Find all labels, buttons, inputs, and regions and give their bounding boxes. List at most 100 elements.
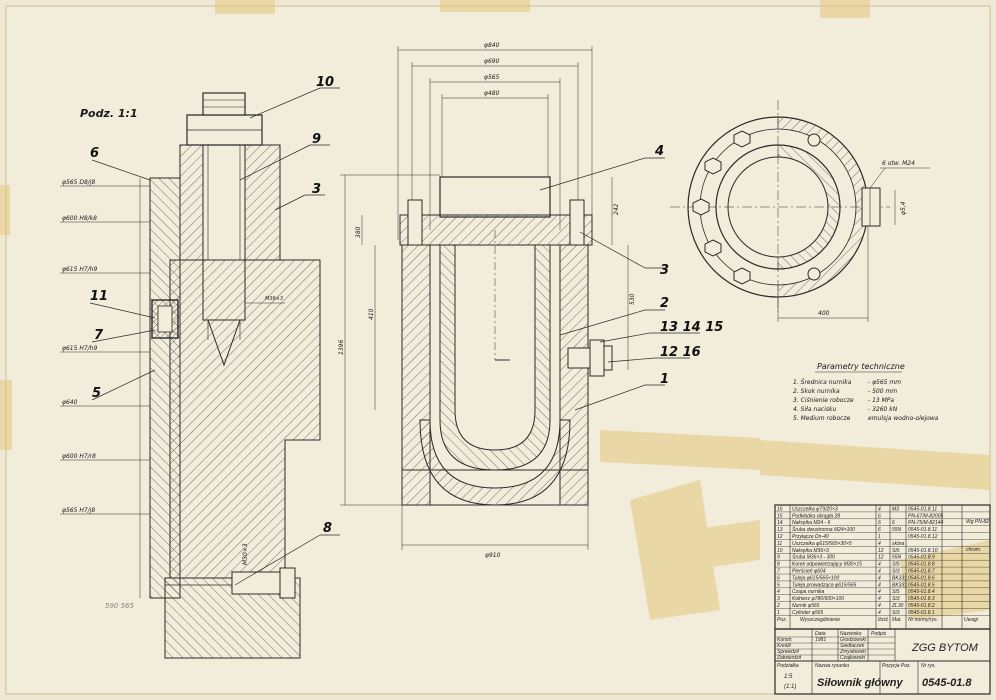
fit-label-2: φ600 H8/k8 <box>62 215 97 222</box>
callout-4: 4 <box>654 144 664 159</box>
bom-cell: St5 <box>892 562 900 568</box>
bom-cell: 55N <box>892 527 902 533</box>
bom-cell: 0545-01.8.5 <box>908 582 935 588</box>
fit-label-7: φ565 H7/j8 <box>62 507 95 514</box>
callout-11: 11 <box>90 289 108 304</box>
name-3: Zmysłowski <box>839 649 867 655</box>
param-3-value: - 13 MPa <box>868 397 894 404</box>
bom-cell: 0545-01.8.4 <box>908 589 935 595</box>
bom-cell: Przyłącze Dn-40 <box>792 534 829 540</box>
bom-cell: 0545-01.8.3 <box>908 596 935 602</box>
bom-cell: 0545-01.8.12 <box>908 534 938 540</box>
dim-480: φ480 <box>484 90 500 97</box>
drawing-name: Siłownik główny <box>817 677 903 689</box>
param-3-label: 3. Ciśnienie robocze <box>793 397 854 404</box>
param-4-label: 4. Siła nacisku <box>793 406 836 413</box>
bom-cell: PN-75/M-82144 <box>908 520 944 526</box>
title-block: Data Nazwisko Podpis Konstr. Kreślił Spr… <box>774 628 991 695</box>
bom-cell: 3 <box>777 596 780 602</box>
bom-cell: 8 <box>777 562 780 568</box>
fit-dimensions <box>60 178 150 598</box>
bom-cell: 4 <box>878 610 881 616</box>
param-5-value: emulsja wodno-olejowa <box>868 415 939 422</box>
name-1: Grodzowski <box>840 637 867 643</box>
bom-cell: 55N <box>892 555 902 561</box>
param-1-value: - φ565 mm <box>868 379 901 386</box>
bom-cell: 4 <box>878 589 881 595</box>
callout-13-14-15: 13 14 15 <box>660 320 723 335</box>
bom-cell: 7 <box>777 569 780 575</box>
bom-header-cell: Ilość <box>878 617 889 623</box>
bom-cell: 4 <box>878 603 881 609</box>
dim-410: 410 <box>368 308 375 320</box>
date-value: 1981 <box>815 637 826 643</box>
callout-2: 2 <box>660 296 669 311</box>
bom-cell: St5 <box>892 548 900 554</box>
tape-stains <box>0 0 990 620</box>
scale-value-1: 1:5 <box>784 674 793 680</box>
callout-5: 5 <box>92 386 101 401</box>
role-zatwierdzil: Zatwierdził <box>776 655 802 661</box>
bom-cell: 0545-01.8.11 <box>908 506 937 512</box>
bom-cell: 15 <box>777 513 783 519</box>
right-flange-view: 6 otw. M24 φ5,4 400 <box>670 100 930 322</box>
bom-cell: 6 <box>878 520 881 526</box>
bom-cell: 4 <box>878 582 881 588</box>
label-position: Pozycja Poz. <box>882 663 911 669</box>
bom-cell: Tuleja prowadząca φ615/565 <box>792 582 857 588</box>
param-5-label: 5. Medium robocze <box>793 415 851 422</box>
bom-cell: BK331 <box>892 575 907 581</box>
bom-cell: 4 <box>878 541 881 547</box>
bom-cell: 4 <box>878 506 881 512</box>
bom-cell: Nakrętka M36×3 <box>792 548 829 554</box>
bom-cell: 4 <box>878 569 881 575</box>
bom-header-cell: Uwagi <box>964 617 979 623</box>
bom-cell: 14 <box>777 520 783 526</box>
dim-242: 242 <box>613 203 620 215</box>
bom-header-cell: Mat. <box>892 617 902 623</box>
bom-cell: St3 <box>892 610 900 616</box>
bom-cell: 6 <box>878 513 881 519</box>
bom-cell: Nakrętka M24 - II <box>792 520 831 526</box>
dim-690: φ690 <box>484 58 500 65</box>
bom-note-1: Wg PN-82 <box>966 519 989 525</box>
bom-cell: 6 <box>892 520 895 526</box>
left-section-view: Podz. 1:1 M30×3 <box>60 75 340 659</box>
callout-8: 8 <box>323 521 332 536</box>
bom-cell: 16 <box>777 506 783 512</box>
bom-cell: ZL30 <box>891 603 904 609</box>
dim-565: φ565 <box>484 74 500 81</box>
bom-cell: BK331 <box>892 582 907 588</box>
bom-cell: Pierścień φ604 <box>792 569 826 575</box>
callout-6: 6 <box>90 146 99 161</box>
bom-cell: Cylinder φ565 <box>792 610 824 616</box>
bom-cell: 0545-01.8.10 <box>908 548 938 554</box>
col-date: Data <box>815 631 826 637</box>
param-1-label: 1. Średnica nurnika <box>793 379 852 386</box>
bom-cell: 0545-01.8.1 <box>908 610 935 616</box>
role-sprawdzil: Sprawdził <box>777 649 800 655</box>
bom-cell: St3 <box>892 569 900 575</box>
callout-7: 7 <box>94 328 104 343</box>
bom-cell: skóra <box>892 541 904 547</box>
dim-530: 530 <box>629 293 636 305</box>
bolt-thread-label: M36×3 <box>265 296 283 302</box>
bom-cell: 12 <box>878 555 884 561</box>
fit-label-6: φ600 H7/r8 <box>62 453 96 460</box>
bom-cell: 0545-01.8.6 <box>908 575 935 581</box>
scale-value-2: (1:1) <box>784 684 796 690</box>
bom-cell: 6 <box>878 527 881 533</box>
param-2-value: - 500 mm <box>868 388 897 395</box>
bom-cell: 10 <box>777 548 783 554</box>
callout-9: 9 <box>312 132 321 147</box>
callout-12-16: 12 16 <box>660 345 701 360</box>
bom-cell: 12 <box>878 548 884 554</box>
role-kreslil: Kreślił <box>777 643 792 649</box>
name-4: Czajkowski <box>840 655 866 661</box>
dim-400: 400 <box>818 310 830 317</box>
param-2-label: 2. Skok nurnika <box>793 388 840 395</box>
bom-cell: PN-67/M-82005 <box>908 513 944 519</box>
name-2: Siedlaczek <box>840 643 865 649</box>
center-section-view: φ840 φ690 φ565 φ480 φ910 <box>338 42 723 559</box>
